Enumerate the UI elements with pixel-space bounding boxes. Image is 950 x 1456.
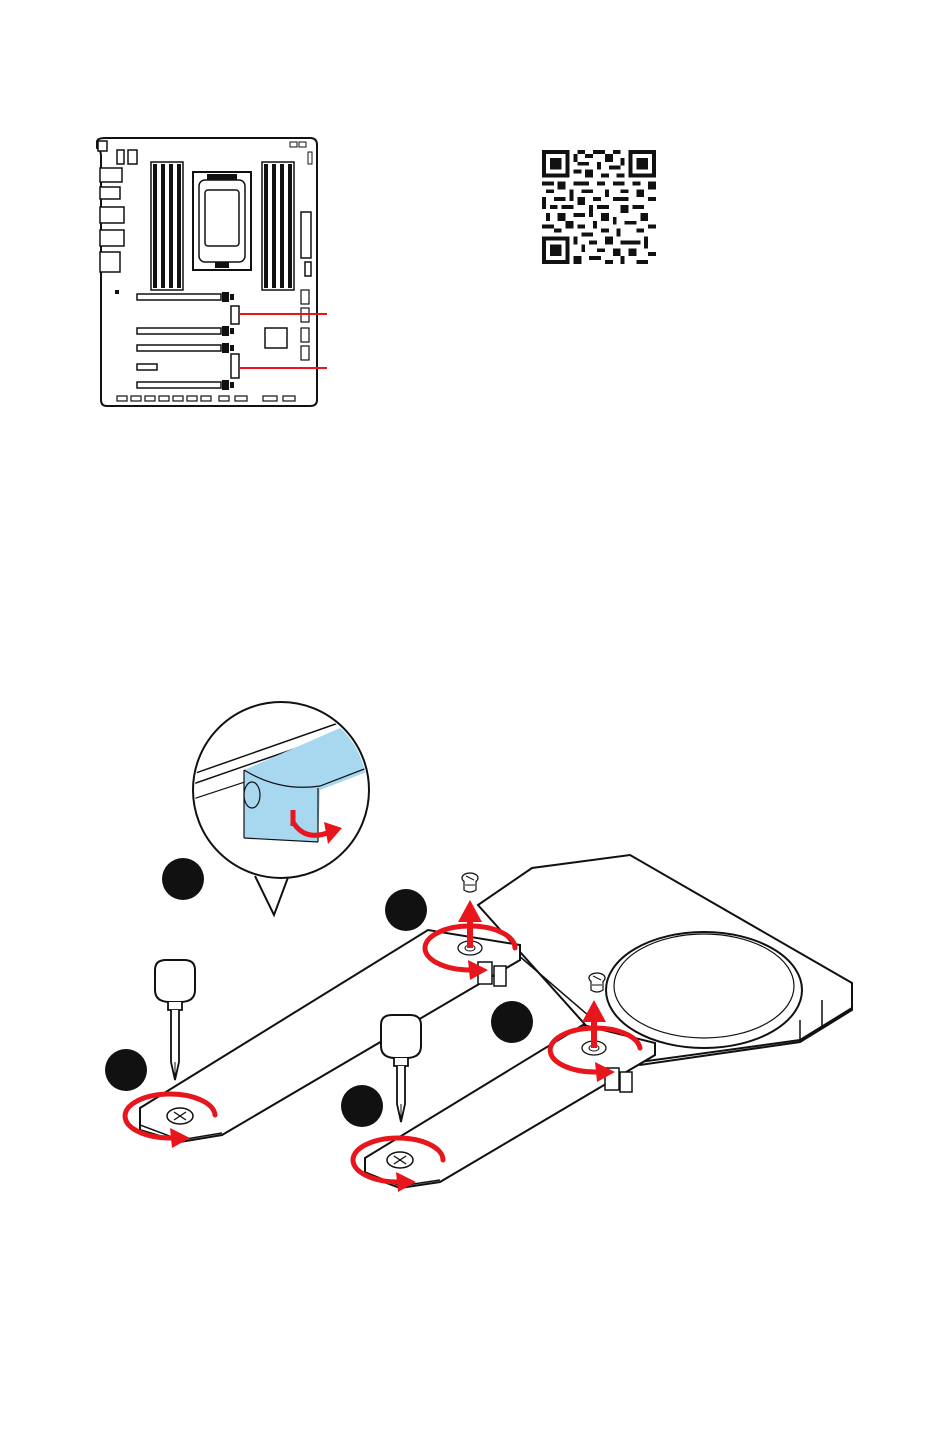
qr-code-icon xyxy=(542,150,656,264)
m2-heatsink-plate xyxy=(478,855,852,1065)
zoom-callout-icon xyxy=(190,702,372,915)
motherboard-diagram xyxy=(95,132,335,412)
motherboard-layout-icon xyxy=(95,132,335,412)
m2-shield-illustration xyxy=(95,690,865,1210)
qr-code xyxy=(542,150,656,264)
